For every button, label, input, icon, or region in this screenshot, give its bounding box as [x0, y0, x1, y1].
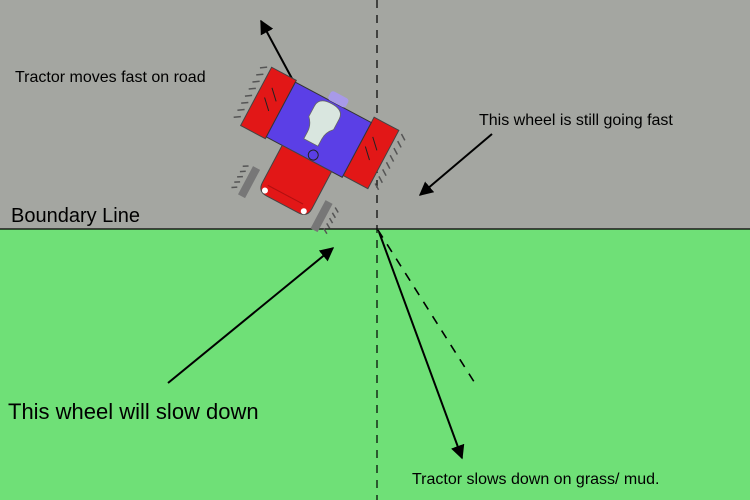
tractor-hood: [260, 144, 333, 215]
rear-left-wheel: [233, 66, 297, 140]
grass-region: [0, 229, 750, 500]
slow-wheel-label: This wheel will slow down: [8, 399, 259, 424]
road-motion-label: Tractor moves fast on road: [15, 69, 206, 86]
road-region: [0, 0, 750, 229]
fast-wheel-label: This wheel is still going fast: [479, 112, 673, 129]
tractor-top-view-icon: [231, 66, 406, 235]
slow-wheel-pointer-arrow: [167, 247, 335, 384]
fast-wheel-pointer-arrow: [418, 133, 493, 196]
front-left-wheel: [231, 165, 261, 199]
grass-direction-arrow: [378, 231, 465, 460]
original-path-extension: [377, 229, 479, 389]
front-right-wheel: [310, 200, 339, 235]
grass-motion-label: Tractor slows down on grass/ mud.: [412, 471, 660, 488]
boundary-label: Boundary Line: [11, 205, 140, 227]
tractor-seat: [303, 100, 341, 147]
